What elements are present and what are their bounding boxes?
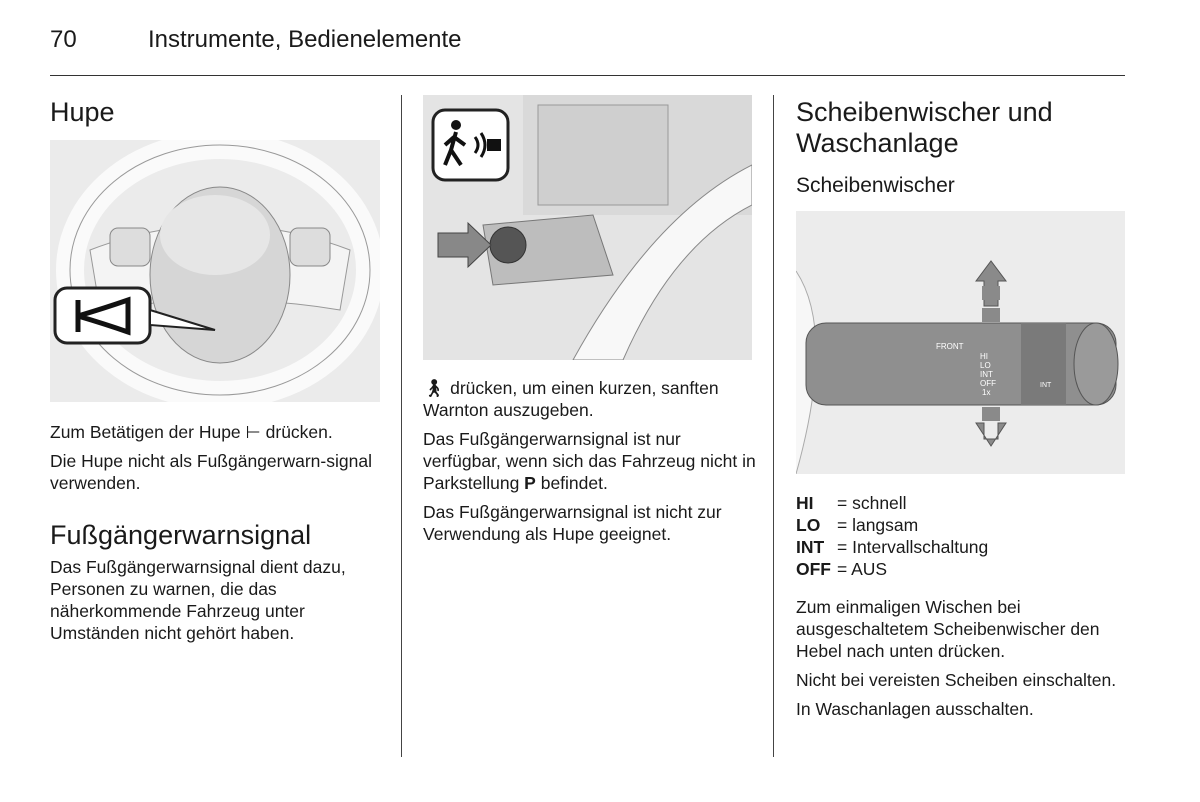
header-rule (50, 75, 1125, 76)
column-divider (773, 95, 774, 757)
ice-warning: Nicht bei vereisten Scheiben einschalten… (796, 670, 1117, 690)
horn-warning: Die Hupe nicht als Fußgängerwarn-signal … (50, 451, 372, 493)
page-number: 70 (50, 26, 77, 53)
availability-note: Das Fußgängerwarnsignal ist nur verfügba… (423, 429, 756, 493)
lever-label-int: INT (980, 370, 993, 379)
lever-label-lo: LO (980, 361, 991, 370)
single-wipe-instruction: Zum einmaligen Wischen bei ausgeschaltet… (796, 597, 1100, 661)
pedestrian-warning-icon: 🚶︎ (423, 378, 446, 398)
section-heading-hupe: Hupe (50, 97, 115, 127)
lever-label-hi: HI (980, 352, 988, 361)
lever-label-front: FRONT (936, 342, 964, 351)
legend-row: LO= langsam (796, 515, 919, 535)
horn-icon: ⊢ (245, 422, 261, 442)
horn-callout (53, 286, 152, 345)
pedestrian-warning-button-illustration (423, 95, 752, 360)
wiper-lever-illustration: FRONT HI LO INT OFF 1x INT (796, 211, 1125, 474)
legend-row: HI= schnell (796, 493, 907, 513)
not-a-horn-note: Das Fußgängerwarnsignal ist nicht zur Ve… (423, 502, 722, 544)
lever-label-off: OFF (980, 379, 996, 388)
lever-label-ring-int: INT (1040, 382, 1052, 389)
wiper-legend: HI= schnell LO= langsam INT= Intervallsc… (796, 492, 994, 580)
steering-wheel-horn-illustration (50, 140, 380, 402)
legend-row: INT= Intervallschaltung (796, 537, 989, 557)
horn-instruction: Zum Betätigen der Hupe ⊢ drücken. (50, 422, 333, 442)
column-divider (401, 95, 402, 757)
section-heading-wipers: Scheibenwischer und Waschanlage (796, 97, 1053, 158)
lever-label-once: 1x (982, 388, 990, 397)
legend-row: OFF= AUS (796, 559, 888, 579)
pedestrian-warning-description: Das Fußgängerwarnsignal dient dazu, Pers… (50, 557, 346, 643)
car-wash-note: In Waschanlagen ausschalten. (796, 699, 1034, 719)
section-heading-pedestrian-warning: Fußgängerwarnsignal (50, 520, 312, 550)
chapter-title: Instrumente, Bedienelemente (148, 26, 462, 53)
subheading-wipers: Scheibenwischer (796, 174, 955, 197)
pedestrian-button-instruction: 🚶︎ drücken, um einen kurzen, sanften War… (423, 378, 719, 420)
